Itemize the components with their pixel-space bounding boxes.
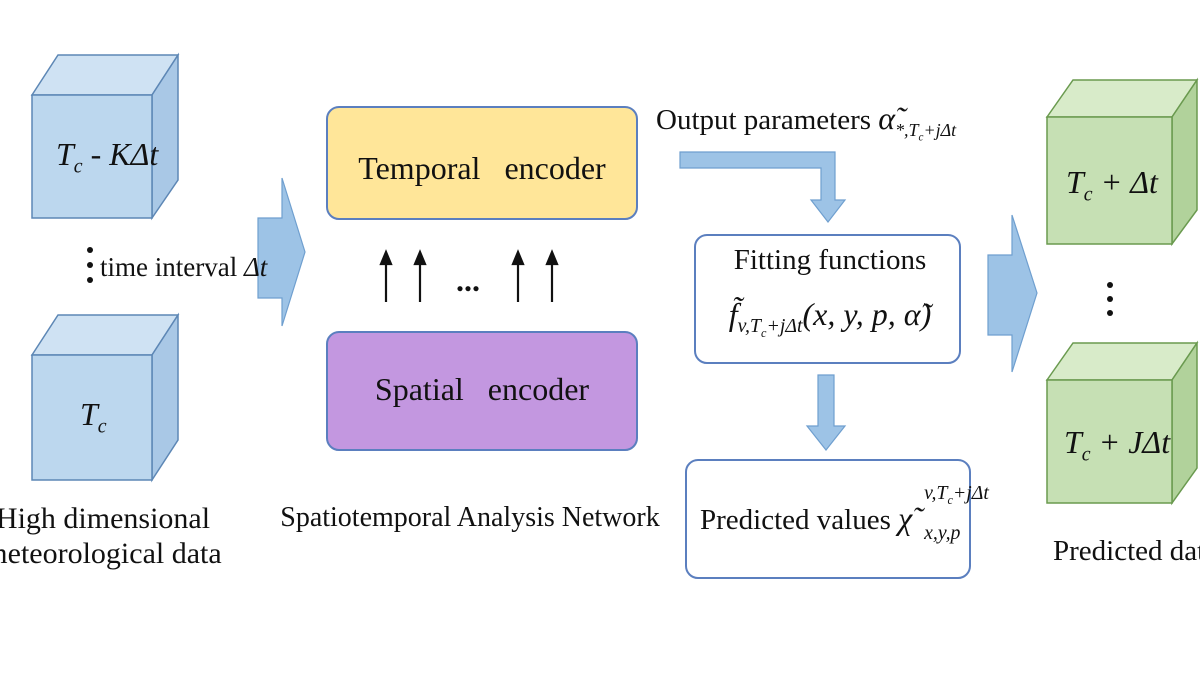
temporal-encoder-box: [326, 106, 638, 220]
output-vertical-dots: [1107, 282, 1113, 316]
fitting-functions-title: Fitting functions: [733, 244, 927, 276]
output-cube-bottom: [1045, 340, 1199, 506]
fitting-to-predicted-arrow: [805, 374, 847, 451]
output-cube-bottom-label: Tc + JΔt: [1064, 424, 1171, 466]
predicted-values-box: [685, 459, 971, 579]
input-to-network-arrow: [257, 177, 306, 327]
fitting-functions-box: [694, 234, 961, 364]
output-cube-top-label: Tc + Δt: [1066, 164, 1158, 206]
network-to-output-arrow: [987, 214, 1038, 373]
input-cube-top-label: Tc - KΔt: [56, 136, 159, 178]
input-vertical-dots: [87, 247, 93, 283]
encoder-up-arrows: [379, 249, 559, 302]
input-cube-top: [30, 52, 180, 221]
network-caption: Spatiotemporal Analysis Network: [280, 502, 660, 533]
input-caption: High dimensional meteorological data: [0, 502, 222, 570]
temporal-encoder-label: Temporal encoder: [358, 150, 606, 186]
spatial-encoder-label: Spatial encoder: [374, 371, 590, 407]
input-cube-bottom: [30, 312, 180, 483]
fitting-function-formula: f̃v,Tc+jΔt(x, y, p, α̃): [728, 296, 932, 341]
output-cube-top: [1045, 77, 1199, 247]
time-interval-label: time interval Δt: [100, 252, 268, 282]
temporal-to-fitting-arrow: [679, 151, 847, 223]
encoder-ellipsis: ...: [456, 262, 480, 298]
input-cube-bottom-label: Tc: [80, 396, 107, 438]
output-caption: Predicted data: [1053, 535, 1200, 567]
output-parameters-label: Output parameters α̃*,Tc+jΔt: [656, 100, 957, 144]
spatial-encoder-box: [326, 331, 638, 451]
